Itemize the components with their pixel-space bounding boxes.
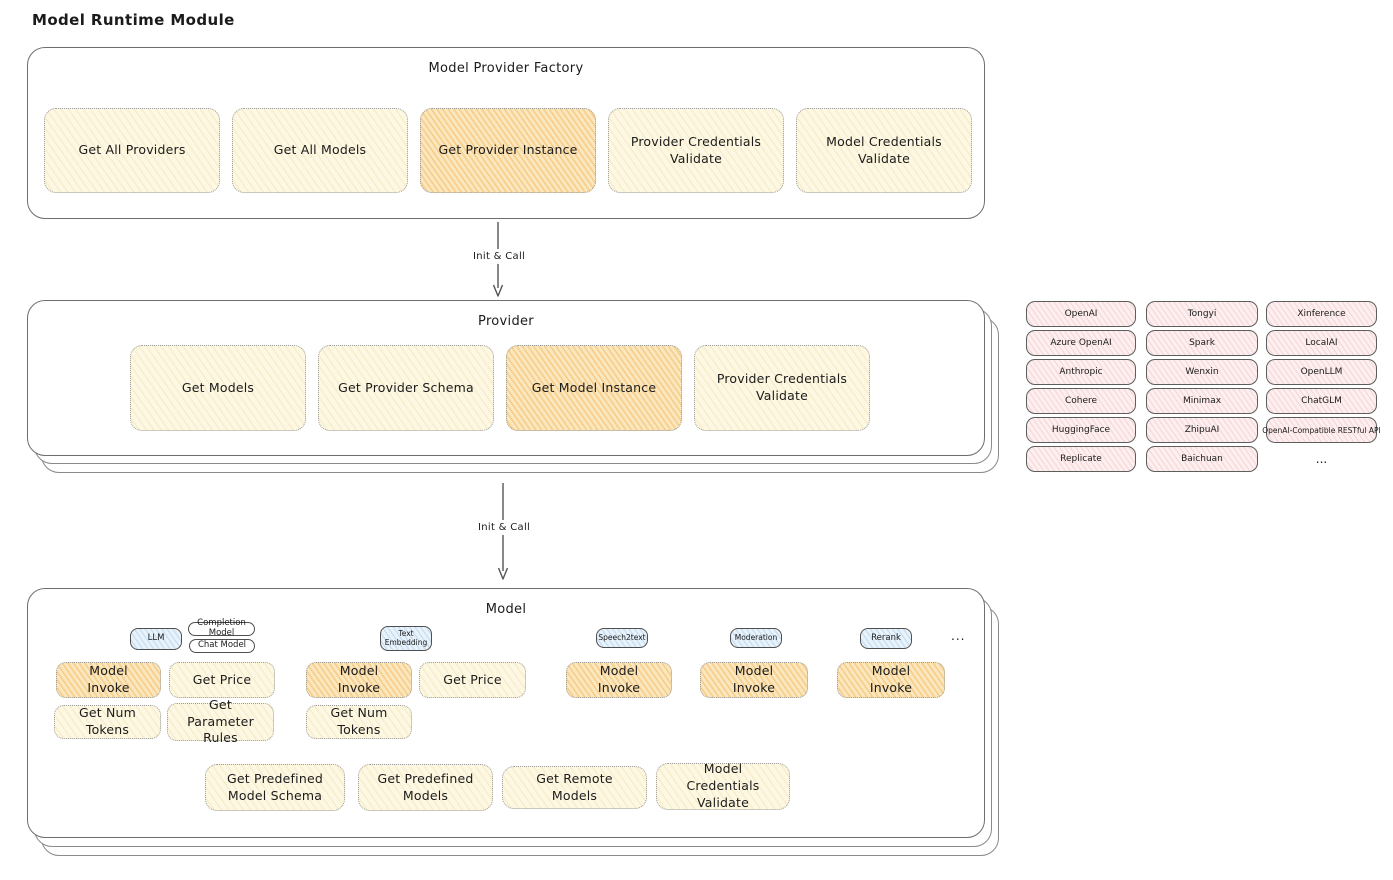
method-get-provider-instance: Get Provider Instance (420, 108, 596, 193)
provider-chip-huggingface: HuggingFace (1026, 417, 1136, 443)
method-provider-credentials-validate: Provider Credentials Validate (608, 108, 784, 193)
provider-chip-wenxin: Wenxin (1146, 359, 1258, 385)
provider-chip-tongyi: Tongyi (1146, 301, 1258, 327)
provider-chip-spark: Spark (1146, 330, 1258, 356)
provider-chip-baichuan: Baichuan (1146, 446, 1258, 472)
method-get-provider-schema: Get Provider Schema (318, 345, 494, 431)
method-get-parameter-rules: Get Parameter Rules (167, 697, 274, 745)
tab-completion-model: Completion Model (188, 618, 255, 638)
method-get-all-providers: Get All Providers (44, 108, 220, 193)
provider-chip-localai: LocalAI (1266, 330, 1377, 356)
method-get-remote-models: Get Remote Models (502, 766, 647, 809)
provider-chip-anthropic: Anthropic (1026, 359, 1136, 385)
provider-title: Provider (478, 314, 534, 329)
arrow2-label: Init & Call (473, 520, 536, 535)
method-get-num-tokens-text-embedding: Get Num Tokens (306, 705, 412, 739)
method-get-price-llm: Get Price (169, 662, 275, 698)
method-get-models: Get Models (130, 345, 306, 431)
provider-chip-cohere: Cohere (1026, 388, 1136, 414)
provider-chip-zhipuai: ZhipuAI (1146, 417, 1258, 443)
tab-chat-model: Chat Model (189, 639, 255, 653)
method-get-price-text-embedding: Get Price (419, 662, 526, 698)
method-get-predefined-models: Get Predefined Models (358, 764, 493, 811)
provider-chip-openai-compatible-restful-api: OpenAI-Compatible RESTful API (1262, 417, 1381, 443)
method-model-invoke-speech2text: Model Invoke (566, 662, 672, 698)
method-provider-credentials-validate-2: Provider Credentials Validate (694, 345, 870, 431)
tab-rerank: Rerank (860, 628, 912, 649)
arrow1-label: Init & Call (468, 249, 531, 264)
method-get-model-instance: Get Model Instance (506, 345, 682, 431)
method-get-all-models: Get All Models (232, 108, 408, 193)
method-model-credentials-validate-2: Model Credentials Validate (656, 761, 790, 810)
provider-chip-replicate: Replicate (1026, 446, 1136, 472)
method-model-invoke-rerank: Model Invoke (837, 662, 945, 698)
provider-chip-minimax: Minimax (1146, 388, 1258, 414)
tab-moderation: Moderation (730, 628, 782, 648)
page-title: Model Runtime Module (32, 11, 235, 29)
method-model-invoke-text-embedding: Model Invoke (306, 662, 412, 698)
tab-llm: LLM (130, 628, 182, 650)
factory-title: Model Provider Factory (428, 61, 584, 76)
method-model-credentials-validate: Model Credentials Validate (796, 108, 972, 193)
method-model-invoke-llm: Model Invoke (56, 662, 161, 698)
provider-chip-xinference: Xinference (1266, 301, 1377, 327)
provider-chip-openllm: OpenLLM (1266, 359, 1377, 385)
provider-chip-more-ellipsis: ... (1315, 452, 1328, 466)
model-title: Model (485, 602, 527, 617)
provider-chip-chatglm: ChatGLM (1266, 388, 1377, 414)
tab-more-ellipsis: ... (951, 629, 966, 643)
provider-chip-openai: OpenAI (1026, 301, 1136, 327)
provider-chip-azure-openai: Azure OpenAI (1026, 330, 1136, 356)
method-get-predefined-model-schema: Get Predefined Model Schema (205, 764, 345, 811)
method-get-num-tokens-llm: Get Num Tokens (54, 705, 161, 739)
tab-text-embedding: Text Embedding (380, 626, 432, 651)
tab-speech2text: Speech2text (596, 628, 648, 648)
method-model-invoke-moderation: Model Invoke (700, 662, 808, 698)
